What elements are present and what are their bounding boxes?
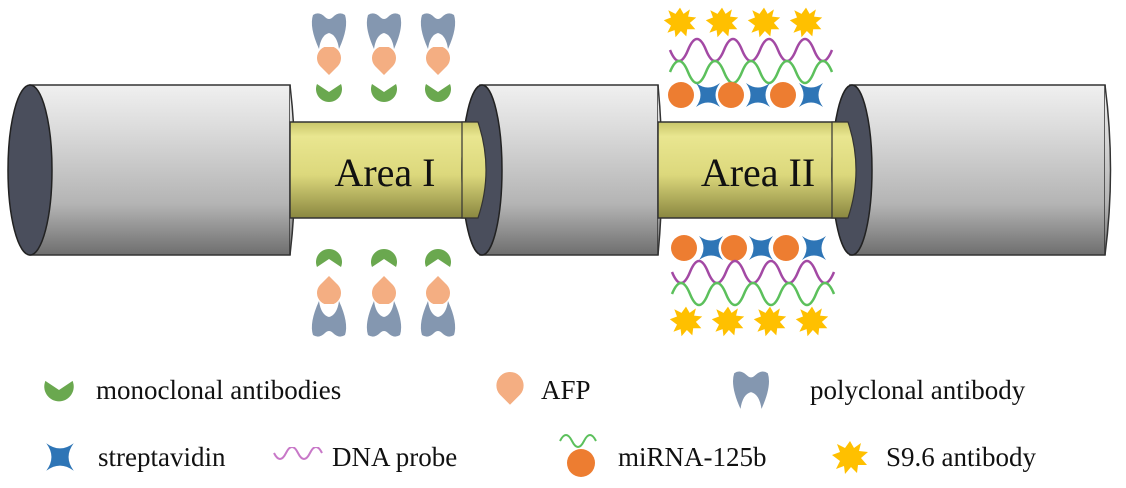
area-1-top-stacks — [311, 13, 456, 102]
streptavidin-icon — [749, 236, 773, 260]
area-2-top — [663, 7, 834, 108]
mirna-bead-icon — [668, 82, 694, 108]
legend-label: DNA probe — [332, 441, 458, 472]
rod-area-1: Area I — [289, 121, 491, 219]
right-cylinder — [831, 84, 1112, 256]
streptavidin-icon — [696, 83, 720, 107]
s96-antibody-icon — [753, 306, 787, 337]
mirna-strand — [668, 59, 834, 85]
legend-label: monoclonal antibodies — [96, 374, 342, 405]
s96-antibody-icon — [705, 7, 739, 38]
afp-icon — [426, 47, 450, 75]
dna-probe-icon — [273, 447, 323, 460]
test-strip-diagram: Area I Area II — [7, 7, 1112, 337]
legend-label: streptavidin — [98, 441, 226, 472]
mirna-strand — [670, 281, 836, 307]
s96-antibody-icon — [747, 7, 781, 38]
mirna-bead-icon — [721, 235, 747, 261]
antibody-stack — [366, 13, 402, 102]
monoclonal-antibody-icon — [316, 84, 342, 102]
s96-antibody-icon — [789, 7, 823, 38]
streptavidin-icon — [746, 83, 770, 107]
polyclonal-antibody-icon — [366, 13, 402, 49]
monoclonal-antibody-icon — [425, 249, 451, 267]
area-2-bottom — [669, 235, 836, 337]
area-1-label: Area I — [334, 150, 435, 195]
streptavidin-icon — [699, 236, 723, 260]
legend-label: polyclonal antibody — [810, 374, 1026, 405]
legend-item-polyclonal: polyclonal antibody — [730, 370, 1025, 410]
mirna-bead-icon — [671, 235, 697, 261]
mirna-bead-icon — [773, 235, 799, 261]
antibody-stack — [420, 249, 456, 337]
afp-icon — [317, 47, 341, 75]
legend-label: AFP — [541, 374, 591, 405]
legend-row-2: streptavidin DNA probe miRNA-125b S9.6 a… — [0, 434, 1126, 477]
mirna-bead-icon — [770, 82, 796, 108]
dna-probe-strand — [668, 37, 834, 63]
legend-item-afp: AFP — [493, 370, 591, 410]
antibody-stack — [420, 13, 456, 102]
antibody-stack — [366, 249, 402, 337]
legend-row-1: monoclonal antibodies AFP polyclonal ant… — [0, 370, 1126, 410]
polyclonal-antibody-icon — [366, 301, 402, 337]
mirna-bead-icon — [718, 82, 744, 108]
polyclonal-antibody-icon — [311, 13, 347, 49]
s96-antibody-icon — [832, 441, 868, 474]
area-1-bottom-stacks — [311, 249, 456, 337]
s96-antibody-icon — [795, 306, 829, 337]
s96-antibody-icon — [669, 306, 703, 337]
streptavidin-icon — [802, 236, 826, 260]
s96-antibody-icon — [711, 306, 745, 337]
area-2-label: Area II — [701, 150, 815, 195]
legend-item-streptavidin: streptavidin — [44, 437, 225, 477]
monoclonal-antibody-icon — [316, 249, 342, 267]
polyclonal-antibody-icon — [733, 371, 769, 409]
monoclonal-antibody-icon — [44, 380, 74, 402]
mirna-icon — [559, 434, 597, 477]
streptavidin-icon — [799, 83, 823, 107]
afp-icon — [426, 276, 450, 304]
monoclonal-antibody-icon — [425, 84, 451, 102]
polyclonal-antibody-icon — [420, 13, 456, 49]
left-cylinder — [7, 84, 296, 256]
afp-icon — [496, 371, 524, 405]
afp-icon — [317, 276, 341, 304]
s96-antibody-icon — [663, 7, 697, 38]
legend-item-s96: S9.6 antibody — [828, 437, 1036, 477]
antibody-stack — [311, 249, 347, 337]
streptavidin-icon — [46, 443, 74, 471]
legend-label: miRNA-125b — [618, 441, 767, 472]
monoclonal-antibody-icon — [371, 249, 397, 267]
legend-item-mirna: miRNA-125b — [558, 434, 767, 477]
legend-label: S9.6 antibody — [886, 441, 1037, 472]
afp-icon — [372, 276, 396, 304]
legend-item-monoclonal: monoclonal antibodies — [42, 370, 341, 410]
polyclonal-antibody-icon — [311, 301, 347, 337]
afp-icon — [372, 47, 396, 75]
rod-area-2: Area II — [657, 121, 854, 219]
middle-cylinder — [461, 84, 663, 256]
dna-probe-strand — [670, 259, 836, 285]
antibody-stack — [311, 13, 347, 102]
polyclonal-antibody-icon — [420, 301, 456, 337]
legend-item-dna-probe: DNA probe — [272, 437, 457, 477]
monoclonal-antibody-icon — [371, 84, 397, 102]
